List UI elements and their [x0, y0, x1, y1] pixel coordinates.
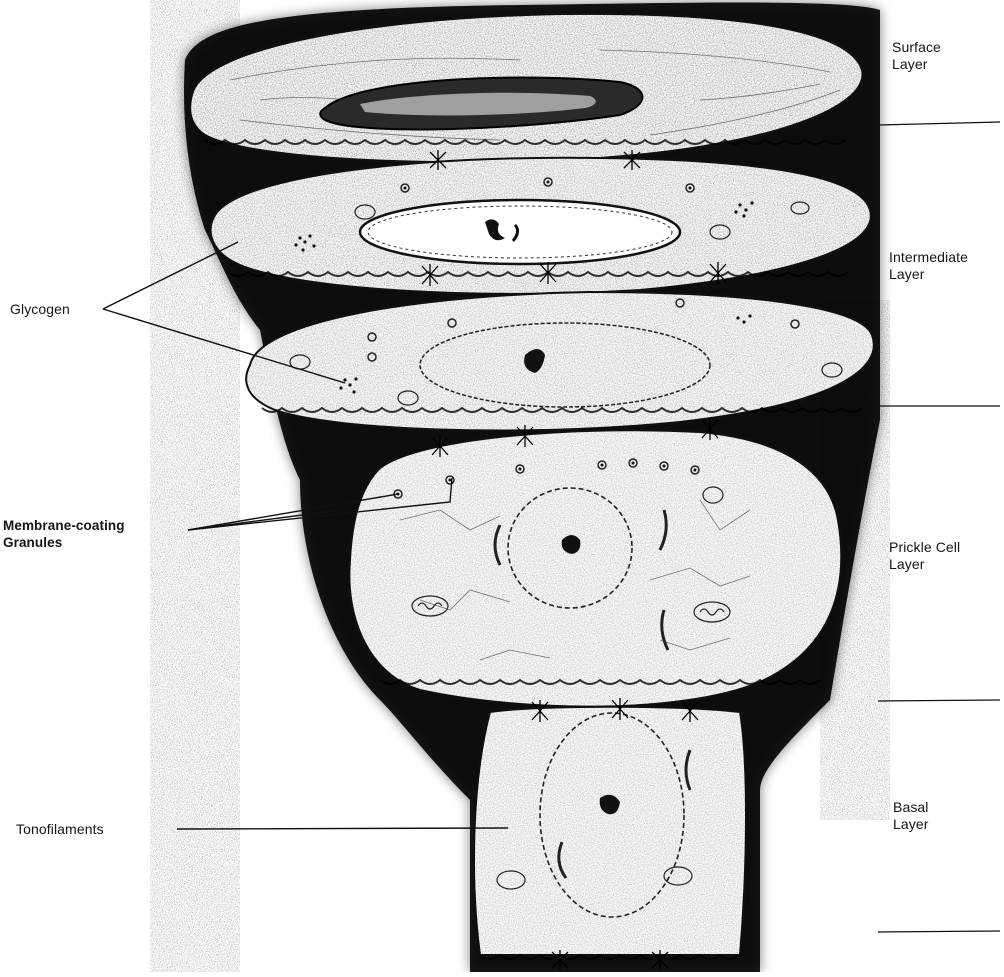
leader-tonofilaments [177, 828, 508, 829]
boundary-surface-intermediate [878, 122, 1000, 125]
label-membrane-line1: Membrane-coating [3, 517, 125, 534]
label-prickle-line1: Prickle Cell [889, 539, 960, 556]
prickle-cell [349, 430, 841, 706]
label-tonofilaments: Tonofilaments [16, 821, 104, 838]
label-surface-layer: Surface Layer [892, 39, 941, 73]
label-glycogen: Glycogen [10, 301, 70, 318]
boundary-prickle-basal [878, 700, 1000, 701]
label-basal-layer: Basal Layer [893, 799, 929, 833]
label-surface-line2: Layer [892, 56, 941, 73]
label-intermediate-line2: Layer [889, 266, 968, 283]
label-membrane-line2: Granules [3, 534, 125, 551]
basal-cell [474, 707, 746, 959]
label-prickle-cell-layer: Prickle Cell Layer [889, 539, 960, 573]
label-basal-line1: Basal [893, 799, 929, 816]
label-basal-line2: Layer [893, 816, 929, 833]
intermediate-cell-upper [211, 158, 871, 294]
label-intermediate-line1: Intermediate [889, 249, 968, 266]
label-prickle-line2: Layer [889, 556, 960, 573]
label-surface-line1: Surface [892, 39, 941, 56]
label-membrane-coating-granules: Membrane-coating Granules [3, 517, 125, 551]
label-tonofilaments-text: Tonofilaments [16, 821, 104, 838]
label-glycogen-text: Glycogen [10, 301, 70, 318]
label-intermediate-layer: Intermediate Layer [889, 249, 968, 283]
boundary-basal-bottom [878, 931, 1000, 932]
